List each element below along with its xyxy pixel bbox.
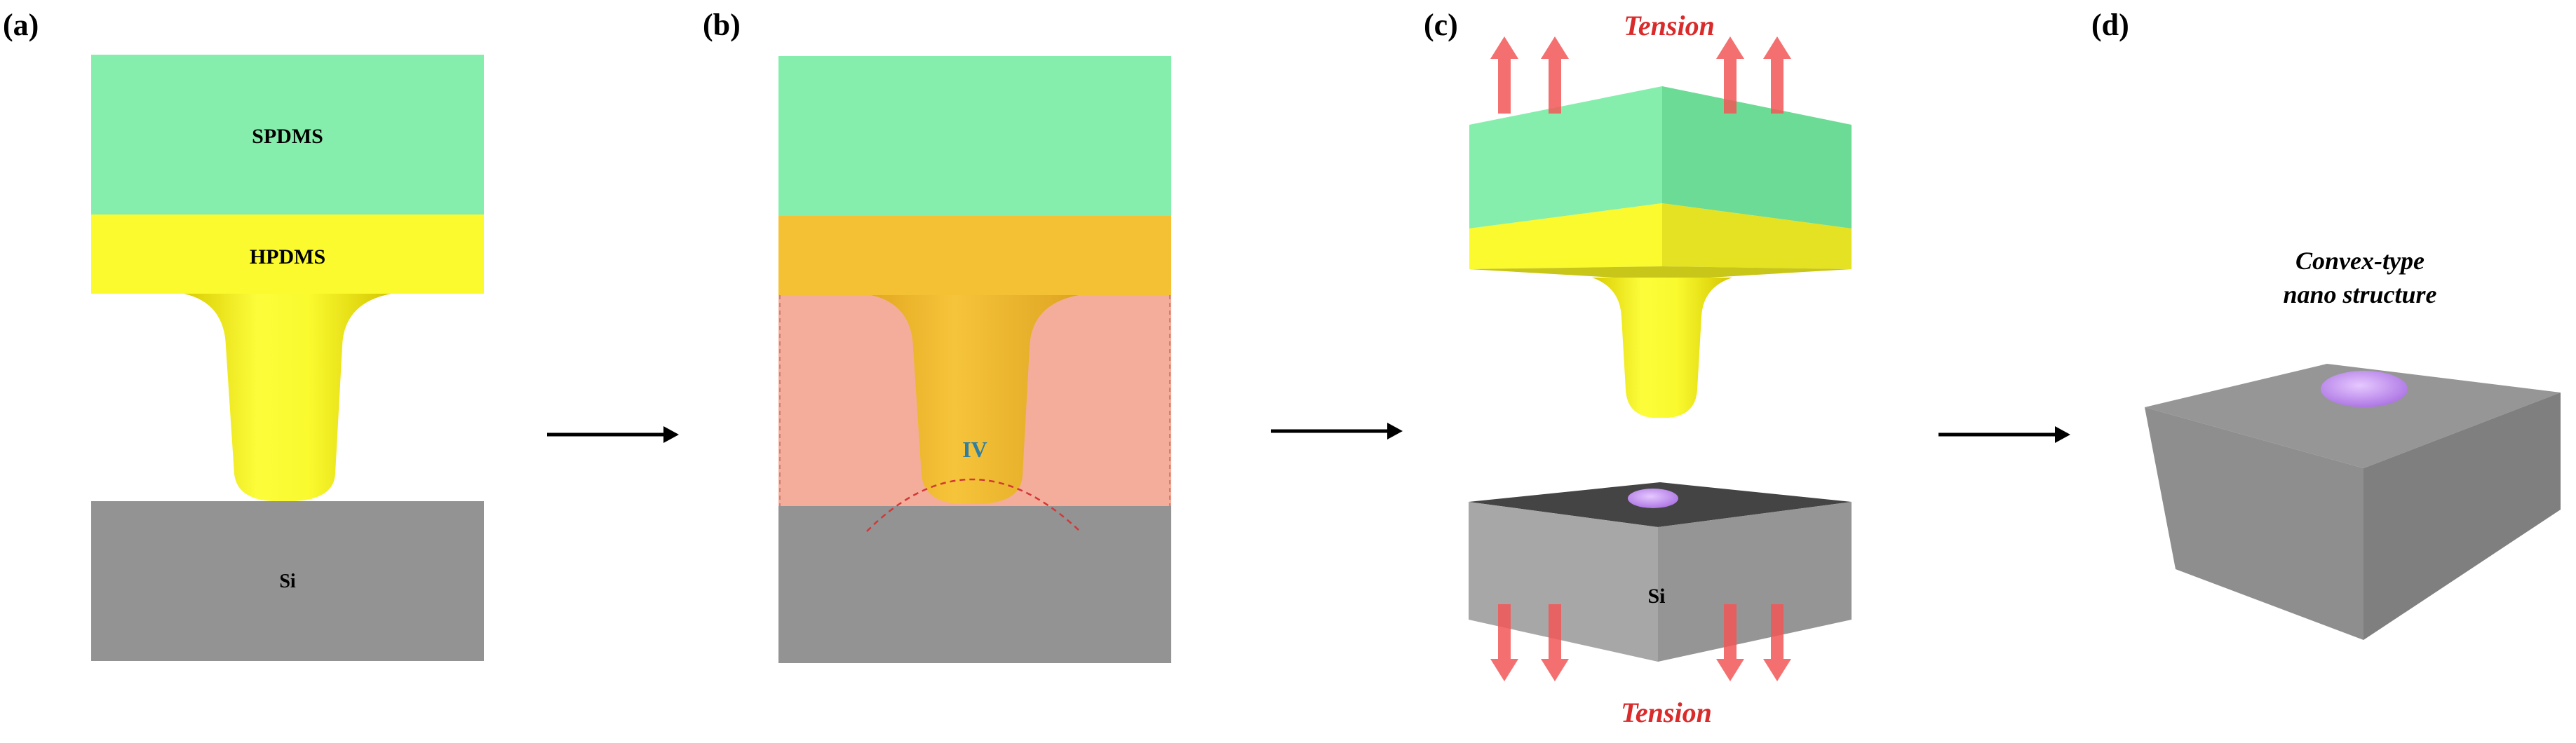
hpdms-layer bbox=[91, 214, 484, 294]
tension-top-label: Tension bbox=[1624, 10, 1715, 41]
pdms-pillar bbox=[184, 294, 391, 501]
arrow-a-to-b bbox=[547, 426, 679, 443]
region-label: IV bbox=[962, 437, 987, 462]
panel-a: (a) SPDMS HPDMS Si bbox=[3, 8, 484, 661]
top-block-bottom-edge bbox=[1469, 266, 1852, 280]
nano-structure-dot bbox=[2321, 371, 2408, 407]
arrow-up-icon bbox=[1490, 36, 1518, 114]
top-block-green-side bbox=[1662, 86, 1852, 229]
si-block-d-top bbox=[2145, 364, 2561, 468]
si-label-c: Si bbox=[1647, 585, 1665, 608]
caption-line-2: nano structure bbox=[2283, 280, 2436, 308]
panel-c: (c) Tension Si Tension bbox=[1424, 8, 1852, 728]
panel-c-tag: (c) bbox=[1424, 8, 1458, 42]
top-block-yellow-front bbox=[1469, 203, 1662, 269]
panel-a-tag: (a) bbox=[3, 8, 39, 42]
si-block-d-front bbox=[2145, 407, 2363, 640]
top-block-yellow-side bbox=[1662, 203, 1852, 269]
silicon-substrate bbox=[91, 501, 484, 661]
silicon-label: Si bbox=[279, 571, 296, 592]
pillar-b bbox=[871, 295, 1079, 504]
panel-b: (b) IV bbox=[703, 8, 1171, 663]
panel-d: (d) Convex-type nano structure bbox=[2091, 8, 2561, 640]
spdms-label: SPDMS bbox=[252, 125, 323, 148]
si-block-d-side bbox=[2363, 393, 2561, 640]
si-block-side bbox=[1658, 502, 1852, 662]
pillar-c bbox=[1592, 278, 1732, 418]
nano-dot-c bbox=[1628, 489, 1678, 508]
spdms-layer-b bbox=[778, 56, 1171, 216]
si-block-front bbox=[1469, 502, 1658, 662]
arrow-up-icon bbox=[1541, 36, 1569, 114]
region-boundary bbox=[866, 478, 1081, 532]
arrow-b-to-c bbox=[1271, 423, 1403, 439]
hpdms-overlap-layer bbox=[778, 216, 1171, 295]
spdms-layer bbox=[91, 55, 484, 214]
silicon-substrate-b bbox=[778, 506, 1171, 663]
arrow-up-icon bbox=[1763, 36, 1791, 114]
arrow-c-to-d bbox=[1938, 426, 2070, 443]
top-block-green-front bbox=[1469, 86, 1662, 229]
panel-d-tag: (d) bbox=[2091, 8, 2129, 42]
panel-b-tag: (b) bbox=[703, 8, 741, 42]
hpdms-label: HPDMS bbox=[250, 245, 325, 268]
caption-line-1: Convex-type bbox=[2295, 247, 2425, 275]
tension-bottom-label: Tension bbox=[1621, 697, 1712, 728]
